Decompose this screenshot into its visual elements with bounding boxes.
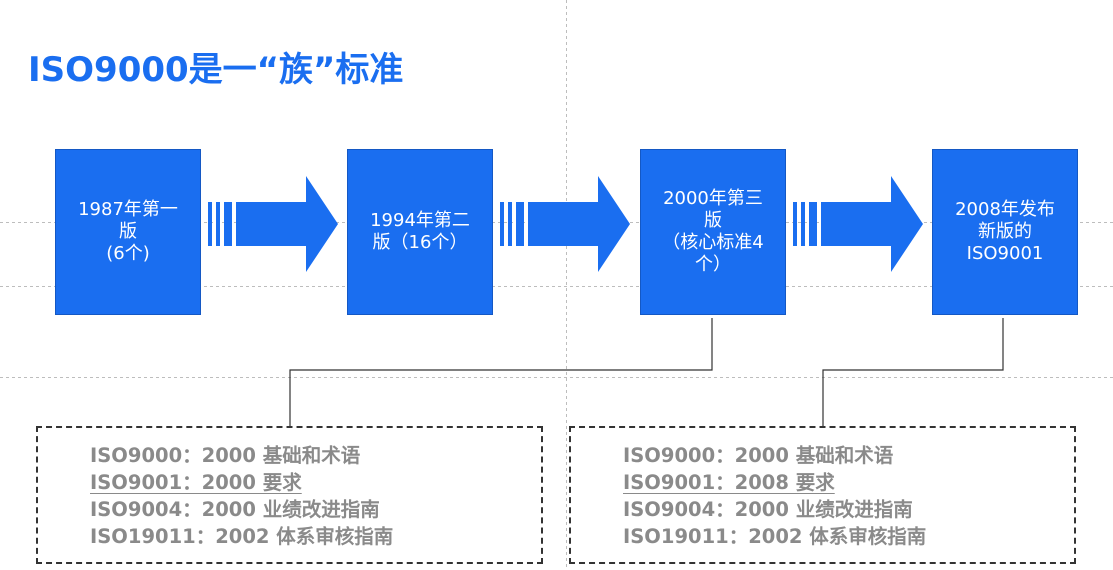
- standard-line: ISO9001：2008 要求: [623, 471, 835, 494]
- arrow-icon: [500, 176, 630, 272]
- standard-line: ISO9000：2000 基础和术语: [623, 444, 894, 467]
- standard-line: ISO19011：2002 体系审核指南: [623, 525, 927, 548]
- stage-2008: 2008年发布 新版的 ISO9001: [932, 149, 1078, 315]
- stage-1987: 1987年第一 版 (6个): [55, 149, 201, 315]
- page-title: ISO9000是一“族”标准: [28, 50, 404, 90]
- arrow-icon: [793, 176, 923, 272]
- stage-2000: 2000年第三 版 （核心标准4 个）: [640, 149, 786, 315]
- standard-line: ISO9004：2000 业绩改进指南: [90, 498, 380, 521]
- standard-line: ISO9000：2000 基础和术语: [90, 444, 361, 467]
- stage-1994: 1994年第二 版（16个）: [347, 149, 493, 315]
- standards-box-2000: ISO9000：2000 基础和术语 ISO9001：2000 要求 ISO90…: [36, 426, 543, 564]
- standard-line: ISO9004：2000 业绩改进指南: [623, 498, 913, 521]
- standard-line: ISO19011：2002 体系审核指南: [90, 525, 394, 548]
- arrow-icon: [208, 176, 338, 272]
- standards-box-2008: ISO9000：2000 基础和术语 ISO9001：2008 要求 ISO90…: [569, 426, 1076, 564]
- standard-line: ISO9001：2000 要求: [90, 471, 302, 494]
